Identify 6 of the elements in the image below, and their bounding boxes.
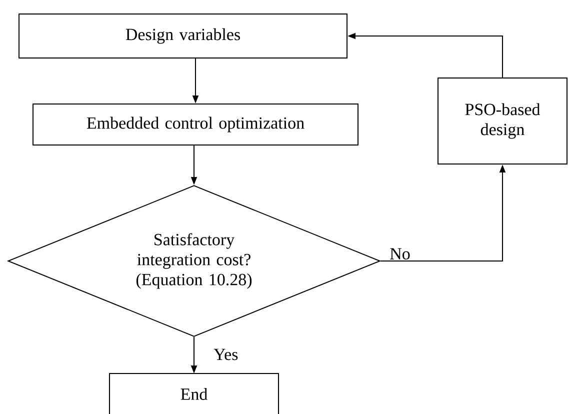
edge-label: Yes — [212, 348, 240, 362]
process-box: PSO-based design — [438, 78, 568, 164]
edge-label: No — [388, 247, 412, 260]
process-box: End — [109, 373, 279, 414]
process-box: Embedded control optimization — [32, 104, 358, 146]
process-box: Design variables — [18, 14, 348, 58]
